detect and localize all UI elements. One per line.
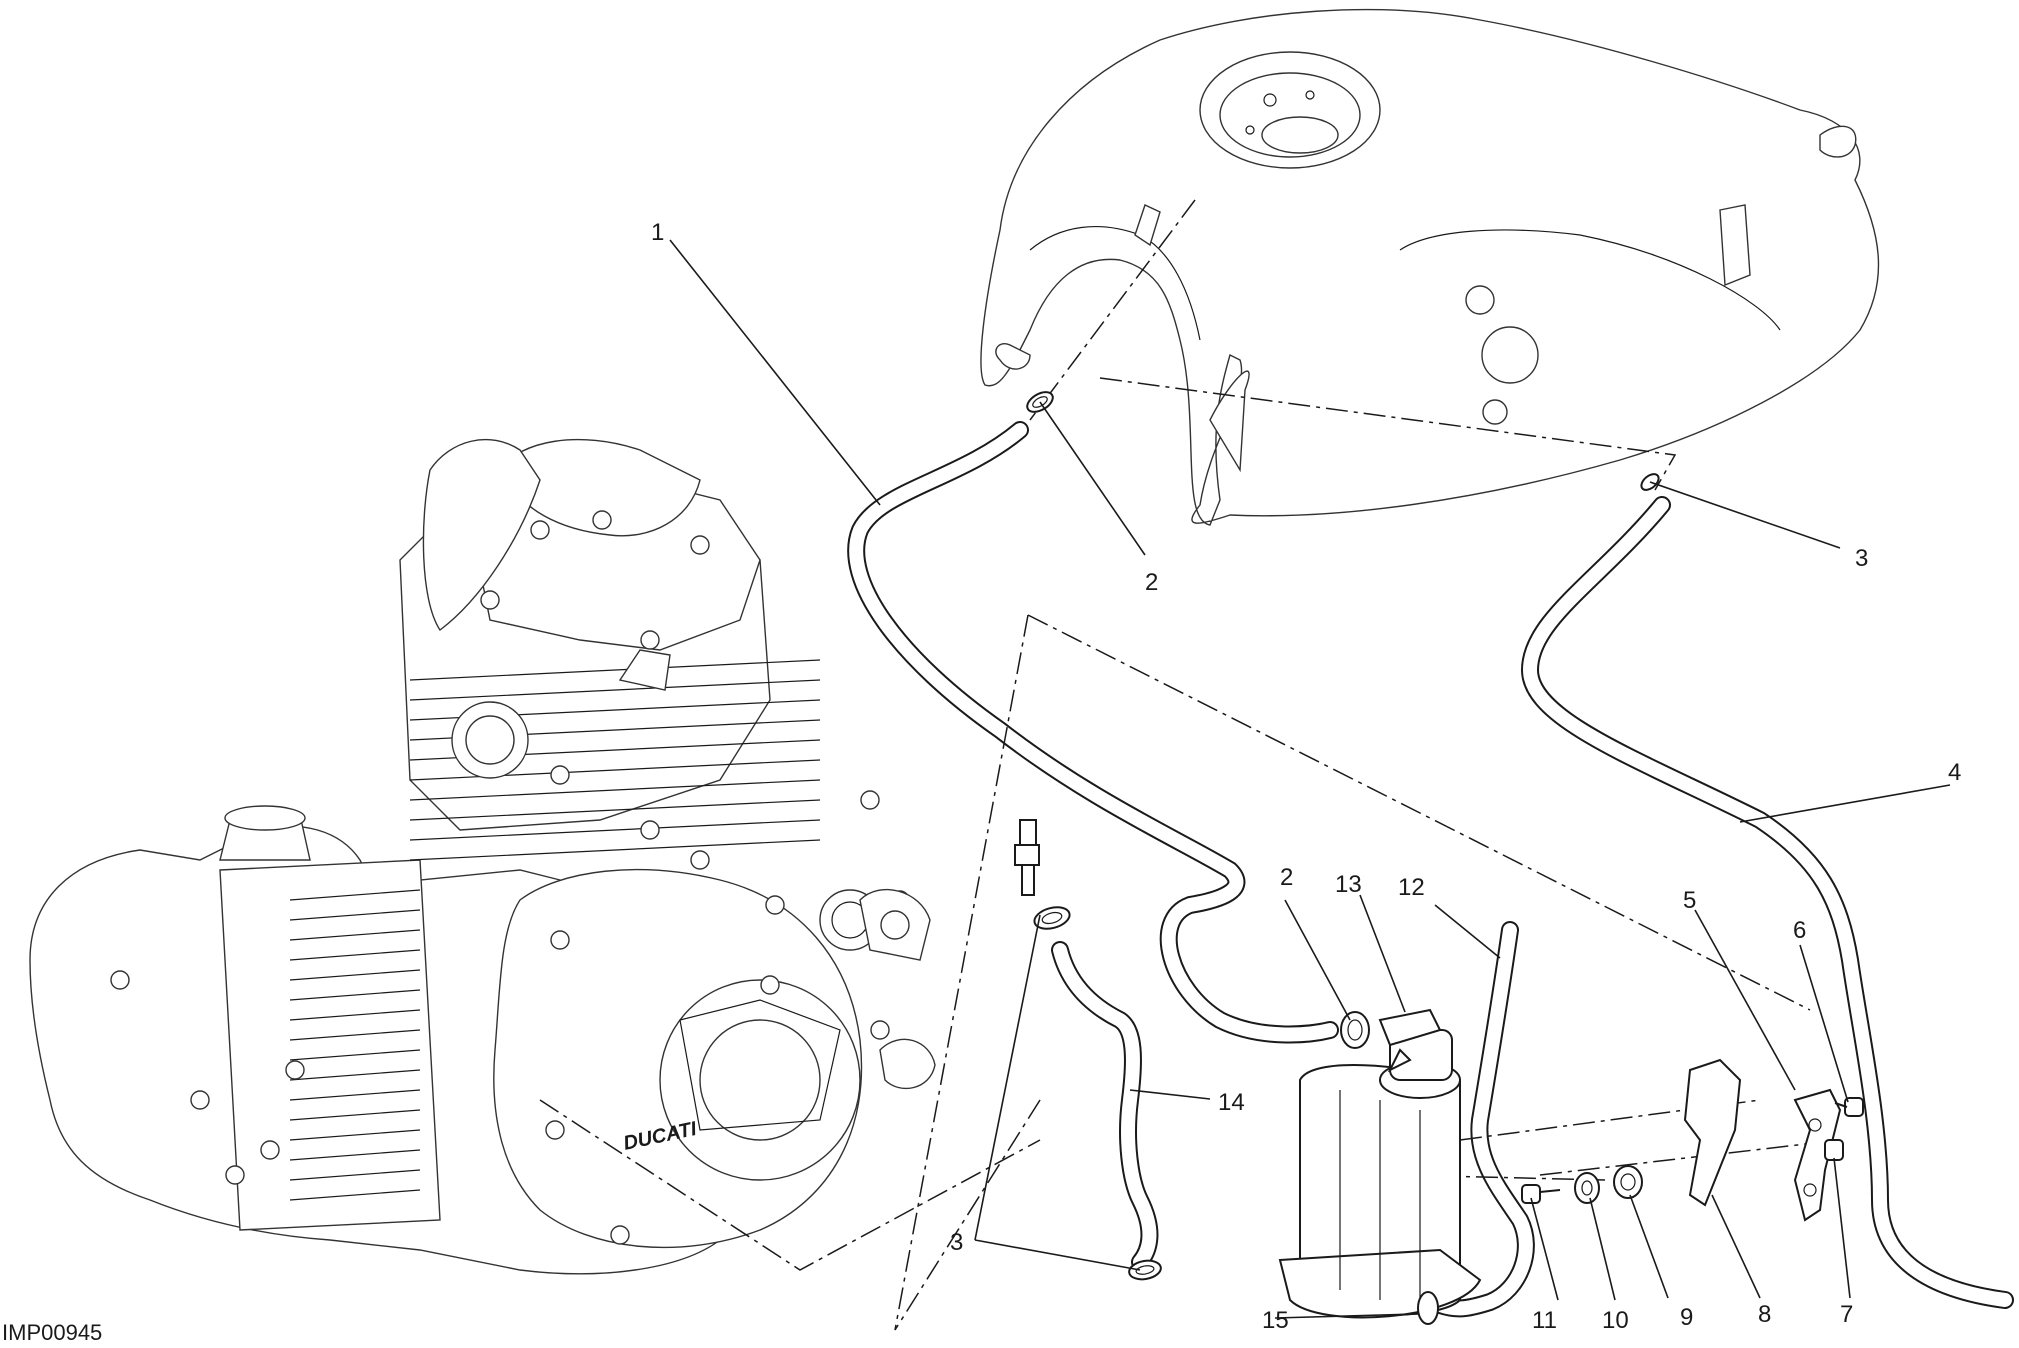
washer-10 <box>1574 1172 1600 1204</box>
clamp-15 <box>1417 1291 1439 1325</box>
callout-11: 11 <box>1532 1307 1557 1334</box>
callout-12: 12 <box>1398 874 1425 901</box>
evap-canister <box>1278 1008 1482 1319</box>
callout-6: 6 <box>1793 917 1806 944</box>
tank-side-slot <box>1719 204 1751 287</box>
nut-7 <box>1824 1139 1844 1161</box>
callout-13: 13 <box>1335 871 1362 898</box>
tank-mount-tab <box>1819 125 1857 158</box>
callout-14: 14 <box>1218 1089 1245 1116</box>
bracket-5 <box>1793 1088 1842 1222</box>
leader-lines <box>669 239 1951 1319</box>
callout-9: 9 <box>1680 1304 1693 1331</box>
callout-numbers: 1 2 3 4 2 13 12 5 6 14 3 15 11 10 9 8 7 <box>651 219 1961 1334</box>
callout-3-left: 3 <box>950 1229 963 1256</box>
drawing-code: IMP00945 <box>2 1320 102 1345</box>
tank-bracket <box>1134 204 1161 247</box>
fitting-14-top <box>1014 819 1040 896</box>
clamp-3-left-bottom <box>1128 1259 1162 1281</box>
bracket-8 <box>1683 1058 1742 1207</box>
horizontal-cylinder-fins <box>289 889 421 1201</box>
hose-1 <box>847 421 1339 1044</box>
assembly-lines <box>539 199 1841 1331</box>
grommet-9 <box>1613 1165 1643 1199</box>
callout-5: 5 <box>1683 887 1696 914</box>
callout-3: 3 <box>1855 545 1868 572</box>
screw-11 <box>1521 1184 1561 1204</box>
engine-assembly: DUCATI <box>29 438 936 1275</box>
clamp-3-left-top <box>1033 906 1071 930</box>
filler-neck <box>1261 116 1339 154</box>
clamp-2-canister <box>1340 1011 1370 1049</box>
hose-14 <box>1051 941 1159 1271</box>
callout-1: 1 <box>651 219 664 246</box>
canister-nozzle <box>1378 1008 1442 1047</box>
hose-12 <box>1431 921 1535 1318</box>
fuel-tank <box>980 8 1880 526</box>
callout-4: 4 <box>1948 759 1961 786</box>
callout-8: 8 <box>1758 1301 1771 1328</box>
belt-cover <box>422 438 541 632</box>
callout-7: 7 <box>1840 1301 1853 1328</box>
screw-6 <box>1834 1097 1864 1117</box>
callout-10: 10 <box>1602 1307 1629 1334</box>
horizontal-cylinder <box>219 859 441 1231</box>
callout-2: 2 <box>1145 569 1158 596</box>
callout-2-canister: 2 <box>1280 864 1293 891</box>
callout-15: 15 <box>1262 1307 1289 1334</box>
tank-side-plug <box>1481 326 1539 384</box>
hose-4 <box>1521 496 2014 1309</box>
